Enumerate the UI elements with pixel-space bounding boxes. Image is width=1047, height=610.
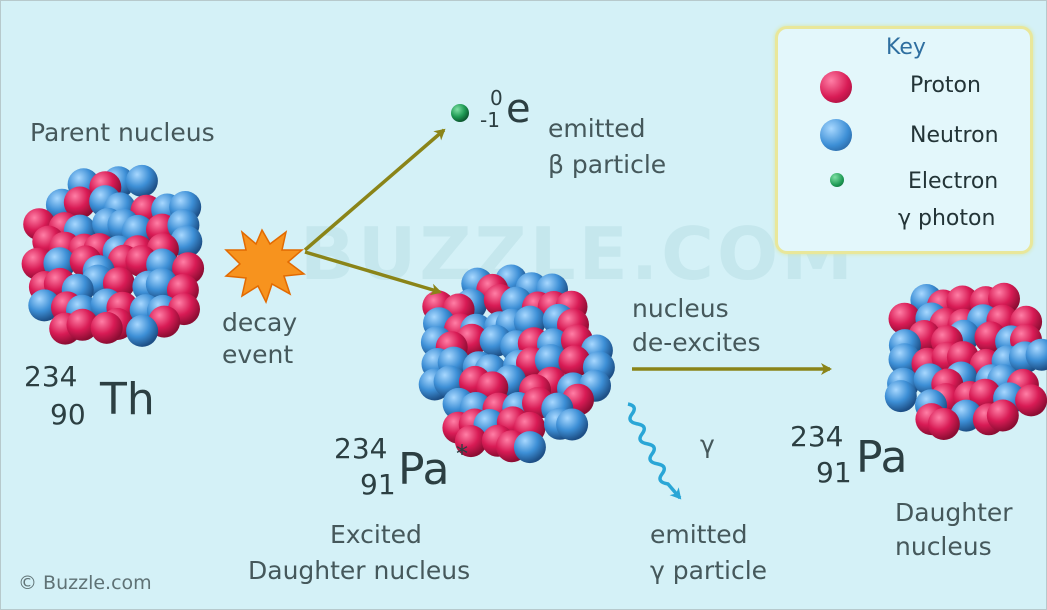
parent-nucleus: [21, 164, 205, 347]
daughter-nucleus: [884, 282, 1047, 440]
key-electron-label: Electron: [908, 169, 999, 194]
neutron-ball: [534, 344, 567, 377]
decay-burst-icon: [224, 228, 306, 304]
parent-nucleus-label: Parent nucleus: [30, 118, 215, 147]
electron-charge-number: -1: [480, 108, 500, 132]
proton-ball: [1015, 384, 1047, 417]
deexcite-label-2: de-excites: [632, 328, 761, 357]
parent-mass-number: 234: [24, 360, 78, 393]
neutron-ball: [125, 164, 158, 197]
electron-key-icon: [830, 173, 844, 187]
neutron-key-icon: [820, 119, 852, 151]
gamma-symbol-label: γ: [700, 430, 715, 459]
electron-mass-number: 0: [490, 86, 503, 110]
electron-notation: 0 -1 e: [480, 86, 550, 146]
decay-event-label-1: decay: [222, 308, 298, 337]
decay-event-label-2: event: [222, 340, 294, 369]
proton-ball: [969, 378, 1002, 411]
proton-ball: [90, 311, 123, 344]
daughter-mass-number: 234: [790, 420, 844, 453]
neutron-ball: [126, 314, 159, 347]
proton-ball: [927, 408, 960, 440]
proton-ball: [986, 399, 1019, 432]
copyright-text: © Buzzle.com: [18, 572, 152, 594]
excited-element-symbol: Pa: [398, 444, 450, 495]
daughter-element-symbol: Pa: [856, 432, 908, 483]
daughter-label-2: nucleus: [895, 532, 992, 561]
proton-ball: [454, 425, 487, 458]
key-legend: Key Proton Neutron Electron γ photon: [775, 26, 1033, 254]
excited-label-1: Excited: [330, 520, 422, 549]
excited-isotope-notation: 234 91 Pa *: [334, 432, 484, 512]
daughter-label-1: Daughter: [895, 498, 1013, 527]
proton-ball: [66, 308, 99, 341]
key-title: Key: [886, 35, 926, 60]
neutron-ball: [884, 380, 917, 413]
daughter-isotope-notation: 234 91 Pa: [790, 420, 940, 500]
excited-mass-number: 234: [334, 432, 388, 465]
watermark: BUZZLE.COM: [300, 212, 856, 296]
neutron-ball: [556, 408, 589, 441]
beta-label-1: emitted: [548, 114, 646, 143]
proton-ball: [946, 285, 979, 318]
excited-label-2: Daughter nucleus: [248, 556, 471, 585]
key-neutron-label: Neutron: [910, 123, 999, 148]
proton-key-icon: [820, 71, 852, 103]
parent-atomic-number: 90: [50, 398, 86, 431]
key-proton-label: Proton: [910, 73, 981, 98]
gamma-photon-wave: [627, 402, 682, 500]
daughter-arrow: [304, 250, 442, 296]
parent-element-symbol: Th: [100, 374, 155, 425]
key-photon-label: γ photon: [898, 206, 996, 231]
parent-isotope-notation: 234 90 Th: [24, 360, 174, 440]
electron-symbol: e: [506, 86, 531, 132]
proton-ball: [558, 345, 591, 378]
excited-state-star: *: [456, 440, 468, 468]
neutron-ball: [1025, 338, 1047, 371]
beta-arrow: [303, 128, 446, 252]
gamma-emit-label-2: γ particle: [650, 556, 768, 585]
daughter-atomic-number: 91: [816, 456, 852, 489]
beta-label-2: β particle: [548, 150, 667, 179]
emitted-electron-dot: [451, 104, 469, 122]
neutron-ball: [513, 431, 546, 464]
deexcite-label-1: nucleus: [632, 294, 729, 323]
proton-ball: [63, 186, 96, 219]
gamma-emit-label-1: emitted: [650, 520, 748, 549]
excited-atomic-number: 91: [360, 468, 396, 501]
excited-daughter-nucleus: [418, 264, 615, 464]
